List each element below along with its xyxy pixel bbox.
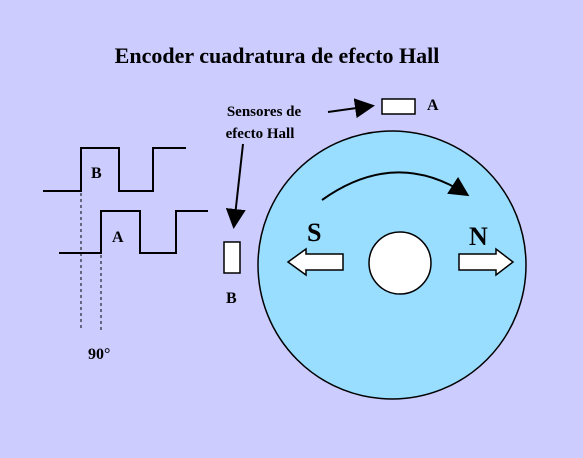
waveform-a — [59, 210, 208, 254]
south-arrow — [286, 247, 344, 277]
sensor-a-label: A — [427, 97, 439, 114]
sensor-label-line2: efecto Hall — [226, 126, 295, 142]
pole-n-label: N — [469, 222, 488, 251]
pole-s-label: S — [307, 218, 321, 247]
arrow-to-sensor-b — [225, 143, 246, 229]
sensor-b — [223, 241, 241, 274]
sensor-a — [381, 98, 416, 115]
waveform-b — [43, 147, 186, 192]
arrow-to-sensor-a — [327, 98, 375, 119]
waveform-a-label: A — [112, 229, 124, 246]
diagram-title: Encoder cuadratura de efecto Hall — [115, 43, 440, 68]
waveform-b-label: B — [91, 165, 102, 182]
sensor-label-line1: Sensores de — [227, 104, 302, 120]
north-arrow — [458, 247, 515, 277]
disk-hub — [368, 231, 432, 295]
sensor-b-label: B — [226, 290, 237, 307]
rotation-arrow — [321, 171, 470, 201]
phase-label: 90° — [88, 346, 110, 363]
